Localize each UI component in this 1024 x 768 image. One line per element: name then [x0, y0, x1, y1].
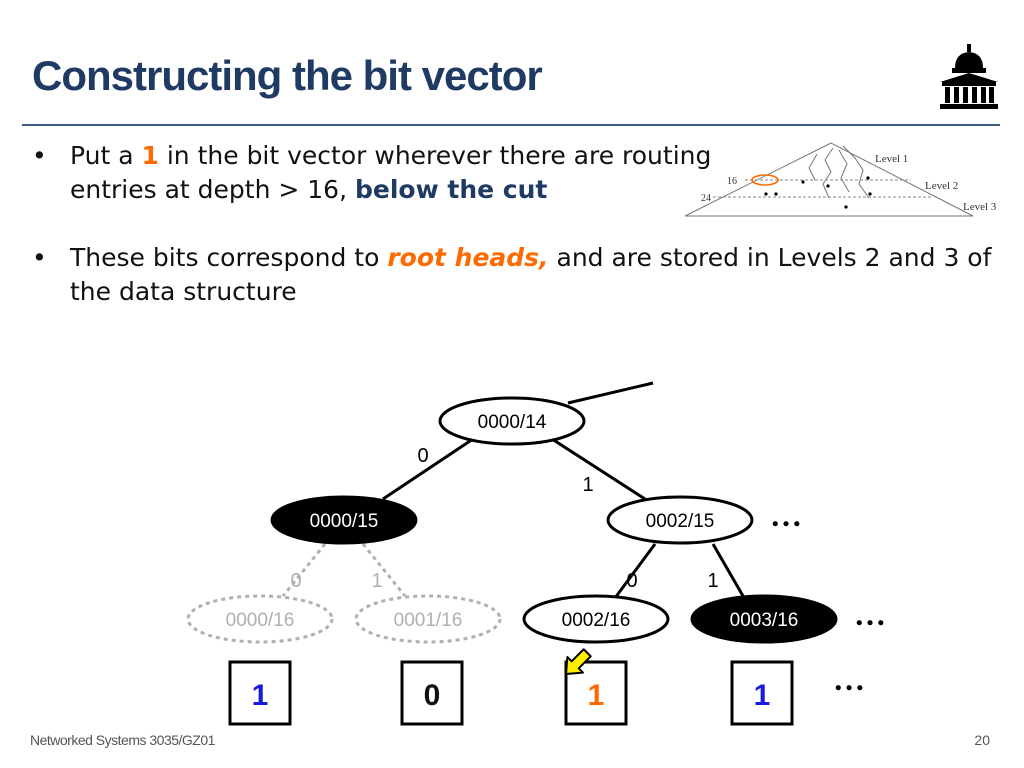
bullet-highlight: below the cut	[355, 175, 548, 204]
bit-cell: 1	[730, 660, 794, 726]
bullet-item: • Put a 1 in the bit vector wherever the…	[30, 139, 720, 207]
bit-value: 1	[588, 679, 605, 712]
ellipsis: …	[833, 661, 865, 697]
entry-dots	[764, 176, 872, 209]
ellipsis: …	[770, 497, 802, 533]
bullet-dot: •	[32, 141, 47, 170]
bullet-highlight: 1	[141, 141, 159, 170]
edge-label: 0	[290, 570, 301, 592]
footer-course: Networked Systems 3035/GZ01	[30, 732, 215, 748]
bit-cell: 0	[400, 660, 464, 726]
pointer-arrow-icon	[565, 648, 592, 675]
bullet-highlight: root heads,	[387, 243, 549, 272]
level-label: Level 1	[875, 153, 908, 165]
trie-edge-faded-1	[361, 543, 407, 597]
node-label: 0003/16	[730, 610, 799, 631]
node-label: 0000/14	[478, 412, 547, 433]
trie-edge-faded-0	[281, 543, 327, 597]
cut-highlight-circle	[751, 174, 779, 186]
trie-edge-0	[613, 543, 657, 599]
trie-edge-1	[551, 437, 646, 501]
bullet-list: • Put a 1 in the bit vector wherever the…	[30, 139, 991, 309]
trie-node-faded: 0000/16	[186, 594, 334, 644]
node-label: 0001/16	[394, 610, 463, 631]
edge-label: 1	[707, 570, 718, 592]
bullet-text: and are stored in Levels 2 and 3 of the …	[70, 243, 992, 306]
bit-cell: 1	[564, 660, 628, 726]
bit-cell: 1	[228, 660, 292, 726]
node-label: 0000/16	[226, 610, 295, 631]
bit-value: 1	[252, 679, 269, 712]
edge-label: 0	[417, 445, 428, 467]
trie-node-root-head: 0003/16	[690, 594, 838, 644]
bullet-text: in the bit vector wherever there are rou…	[70, 141, 712, 204]
title-divider	[22, 124, 1000, 126]
trie-edge-1	[711, 543, 745, 597]
bullet-text: Put a	[70, 141, 142, 170]
node-label: 0002/15	[646, 511, 715, 532]
bullet-dot: •	[32, 243, 47, 272]
trie-node: 0002/15	[606, 495, 754, 545]
level-label: Level 2	[925, 180, 958, 192]
bit-value: 0	[424, 679, 441, 712]
edge-label: 1	[371, 570, 382, 592]
university-dome-icon	[940, 44, 998, 109]
trie-node: 0000/14	[438, 396, 586, 446]
ellipsis: …	[854, 596, 886, 632]
bullet-text: These bits correspond to	[70, 243, 388, 272]
slide-title: Constructing the bit vector	[32, 52, 543, 99]
node-label: 0000/15	[310, 511, 379, 532]
trie-node-root-head: 0000/15	[270, 495, 418, 545]
level-diagram: 16 24 Level 1 Level 2 Level 3	[684, 142, 997, 217]
bullet-item: • These bits correspond to root heads, a…	[30, 241, 1000, 309]
bit-value: 1	[754, 679, 771, 712]
trie-node: 0002/16	[522, 594, 670, 644]
depth-label: 24	[701, 193, 711, 204]
trie-node-faded: 0001/16	[354, 594, 502, 644]
depth-label: 16	[727, 176, 737, 187]
node-label: 0002/16	[562, 610, 631, 631]
trie-edge-0	[382, 437, 474, 501]
edge-label: 1	[582, 474, 593, 496]
page-number: 20	[974, 732, 990, 748]
edge-label: 0	[626, 570, 637, 592]
level-label: Level 3	[963, 201, 997, 213]
parent-edge	[567, 381, 654, 405]
